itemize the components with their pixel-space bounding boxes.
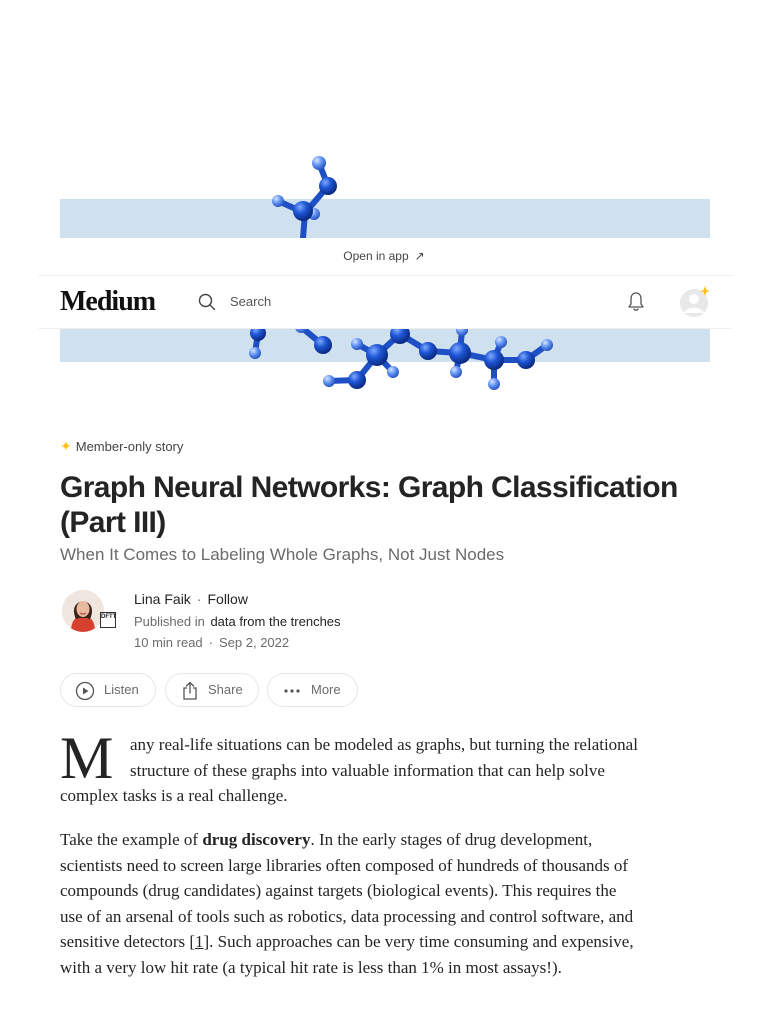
- paragraph-1-lead: any real-life situations can be modeled …: [130, 732, 730, 783]
- publication-line: Published in data from the trenches: [134, 614, 341, 629]
- drop-cap: M: [60, 725, 114, 791]
- open-in-app-link[interactable]: Open in app ↗: [0, 238, 768, 274]
- listen-label: Listen: [104, 682, 139, 697]
- paragraph-line: sensitive detectors [1]. Such approaches…: [60, 929, 720, 955]
- read-time-line: 10 min read · Sep 2, 2022: [134, 635, 289, 650]
- more-button[interactable]: More: [267, 673, 358, 707]
- member-only-label: Member-only story: [75, 439, 184, 454]
- external-arrow-icon: ↗: [414, 249, 425, 263]
- paragraph-line: with a very low hit rate (a typical hit …: [60, 957, 562, 977]
- paragraph-line: Take the example of drug discovery. In t…: [60, 827, 720, 853]
- share-icon: [183, 681, 197, 700]
- listen-button[interactable]: Listen: [60, 673, 156, 707]
- paragraph-line: structure of these graphs into valuable …: [130, 760, 605, 780]
- bold-term: drug discovery: [202, 830, 311, 849]
- author-line: Lina Faik · Follow: [134, 591, 248, 607]
- hero-molecule-image: [249, 156, 553, 390]
- search-input[interactable]: Search: [230, 294, 272, 309]
- top-navbar: Medium Search: [38, 275, 732, 329]
- author-avatar[interactable]: [62, 590, 104, 632]
- more-dots-icon: [284, 689, 300, 693]
- text-run: sensitive detectors [: [60, 932, 196, 951]
- user-avatar-icon[interactable]: [678, 286, 710, 318]
- paragraph-line: use of an arsenal of tools such as robot…: [60, 906, 634, 926]
- more-label: More: [311, 682, 341, 697]
- article-subtitle: When It Comes to Labeling Whole Graphs, …: [60, 545, 505, 564]
- publication-badge[interactable]: DFTT: [100, 612, 116, 628]
- notifications-bell-icon[interactable]: [626, 291, 646, 313]
- medium-logo[interactable]: Medium: [60, 286, 156, 317]
- member-star-icon: ✦: [60, 438, 72, 454]
- separator-dot: ·: [208, 635, 213, 650]
- share-button[interactable]: Share: [165, 673, 259, 707]
- read-time: 10 min read: [134, 635, 203, 650]
- paragraph-2: Take the example of drug discovery. In t…: [60, 827, 720, 980]
- share-label: Share: [208, 682, 243, 697]
- text-run: Take the example of: [60, 830, 203, 849]
- search-icon[interactable]: [198, 293, 216, 311]
- publication-name[interactable]: data from the trenches: [210, 614, 341, 629]
- follow-button[interactable]: Follow: [207, 591, 248, 607]
- paragraph-line: any real-life situations can be modeled …: [130, 735, 638, 754]
- paragraph-1-end: complex tasks is a real challenge.: [60, 786, 288, 805]
- paragraph-line: scientists need to screen large librarie…: [60, 855, 629, 875]
- author-name[interactable]: Lina Faik: [134, 591, 191, 607]
- article-title: Graph Neural Networks: Graph Classificat…: [60, 471, 678, 539]
- text-run: . In the early stages of drug developmen…: [310, 830, 593, 849]
- text-run: ]. Such approaches can be very time cons…: [203, 932, 634, 951]
- publish-date: Sep 2, 2022: [219, 635, 290, 650]
- reference-link[interactable]: 1: [195, 932, 204, 951]
- member-only-badge: ✦Member-only story: [60, 438, 183, 455]
- play-circle-icon: [75, 681, 95, 701]
- separator-dot: ·: [196, 591, 202, 607]
- published-in-label: Published in: [134, 614, 205, 629]
- paragraph-line: compounds (drug candidates) against targ…: [60, 881, 617, 900]
- author-photo-image: [62, 590, 104, 632]
- open-in-app-label: Open in app: [343, 249, 409, 263]
- hero-image-band-top: [60, 199, 710, 238]
